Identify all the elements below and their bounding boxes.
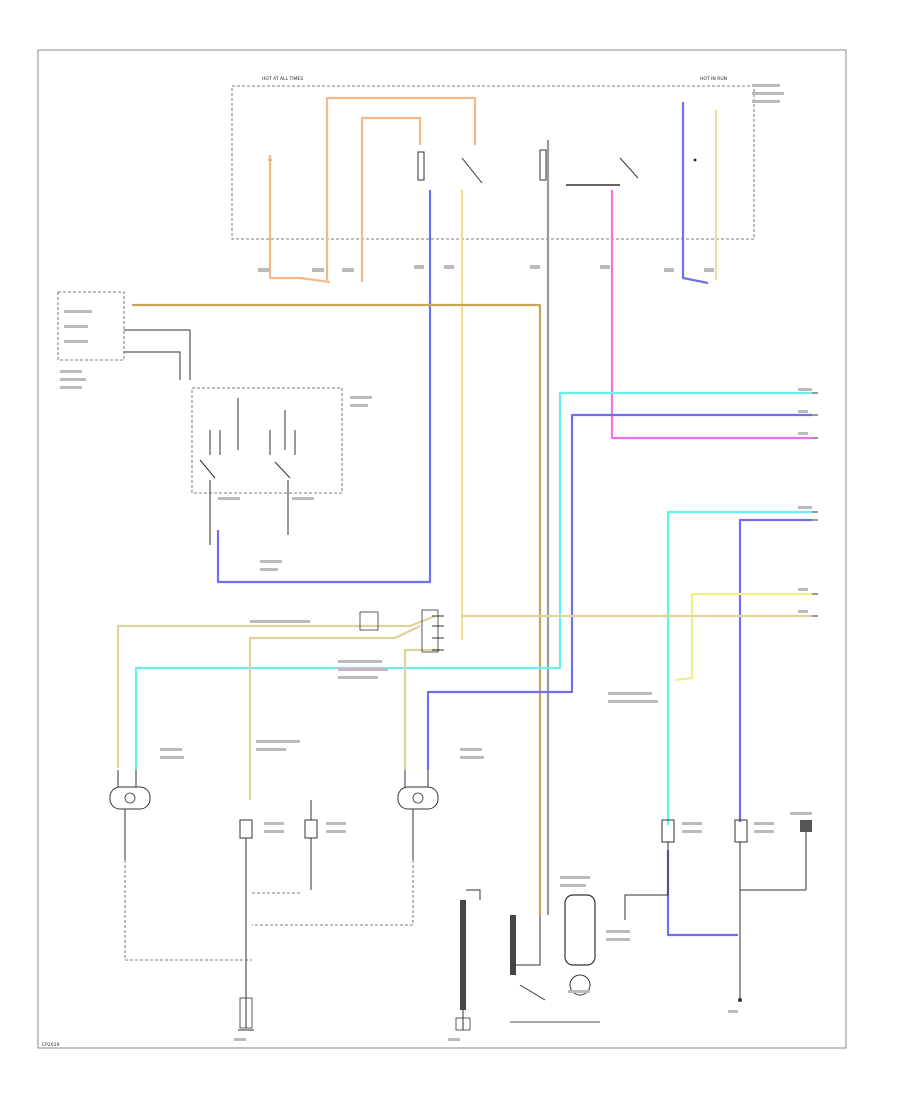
fuse-box-label: HOT AT ALL TIMES [262,76,303,82]
blue-wire-5 [666,850,738,937]
blue-wire-4 [738,518,812,822]
left-small-lamp [239,819,253,1000]
cyan-wire-2 [666,510,812,825]
right-small-lamp [304,800,318,890]
label-marks [60,84,812,1041]
switch-assembly [191,387,343,494]
tan-wire-4 [248,625,421,800]
blue-wire-2 [681,102,709,285]
switch-assembly-contacts [199,398,296,545]
cyan-wire-1 [134,391,812,770]
right-terminals [812,392,818,617]
magenta-wire [610,190,812,440]
fuse-box-label-2: HOT IN RUN [700,76,727,82]
blue-wire-1 [216,190,432,584]
module-lines [124,329,191,380]
orange-wire-3 [360,116,422,282]
ground-bus-dashed [124,860,414,961]
tan-wire-3 [116,614,436,768]
right-front-lamp [397,770,439,860]
page-label: CP2019 [42,1042,59,1048]
center-connector [359,609,444,653]
blue-wire-3 [426,413,812,770]
left-ground [238,997,254,1031]
left-control-module [57,291,125,361]
tan-wire-5 [403,648,440,770]
fuse-box-switches [268,149,697,186]
right-side-lamps [624,819,812,1002]
orange-wire-1 [325,96,477,280]
left-front-lamp [109,770,151,860]
center-motor-assembly [455,889,600,1031]
orange-wire-2 [268,155,331,284]
tan-wire-main [132,303,542,915]
yellow-wire-3 [674,592,812,682]
page-frame [37,49,847,1049]
fuse-relay-box [231,85,755,240]
